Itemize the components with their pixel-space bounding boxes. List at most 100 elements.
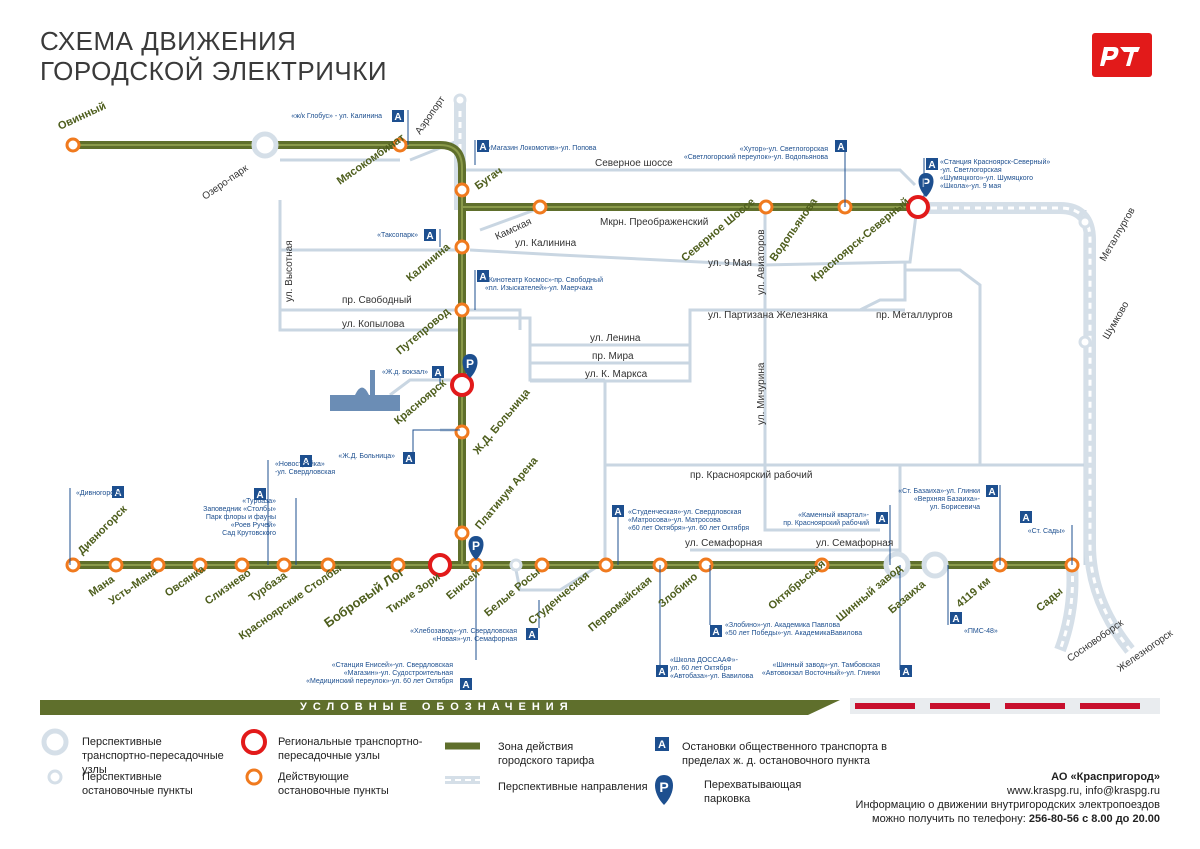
stop-notes: «ж/к Глобус» - ул. Калинина «Магазин Локо…: [76, 112, 1065, 685]
train-image: [850, 698, 1160, 714]
station-label: Дивногорск: [76, 503, 130, 557]
street-label: ул. Партизана Железняка: [708, 310, 828, 321]
title-line-2: ГОРОДСКОЙ ЭЛЕКТРИЧКИ: [40, 56, 388, 86]
stop-note-line: «Медицинский переулок»-ул. 60 лет Октябр…: [306, 677, 453, 685]
stop-note-line: -ул. Свердловская: [275, 469, 335, 476]
svg-text:P: P: [659, 779, 668, 795]
stop-note: «Турбаза»Заповедник «Столбы»Парк флоры и…: [203, 497, 276, 537]
stop-note-line: «Шинный завод»-ул. Тамбовская: [773, 661, 881, 669]
stop-note-line: «Ж.д. вокзал»: [382, 369, 428, 376]
stop-note: «Хутор»-ул. Светлогорская«Светлогорский …: [684, 146, 828, 161]
svg-text:P: P: [472, 539, 480, 553]
regional-hubs: [428, 195, 930, 577]
street-label: ул. Семафорная: [685, 537, 762, 549]
bus-stop-icon: A: [254, 488, 266, 501]
legend-future-hubs: Перспективные транспортно-пересадочные у…: [82, 736, 224, 776]
svg-text:A: A: [302, 457, 309, 468]
svg-text:A: A: [928, 160, 935, 171]
street-label: ул. Копылова: [342, 319, 405, 330]
svg-text:A: A: [256, 490, 263, 501]
stop-note-line: «Школа ДОССААФ»-: [670, 657, 739, 664]
stop-note-line: «Студенческая»-ул. Свердловская: [628, 509, 742, 516]
stop-note: «Станция Енисей»-ул. Свердловская«Магази…: [306, 661, 453, 685]
stop-note: «Злобино»-ул. Академика Павлова«50 лет П…: [725, 621, 862, 637]
stop-note-line: «Автобаза»-ул. Вавилова: [670, 672, 753, 680]
stop-note: «ПМС-48»: [964, 628, 998, 635]
svg-text:A: A: [1022, 513, 1029, 524]
bus-stop-icon: A: [392, 110, 404, 123]
bus-stop-icon: A: [300, 455, 312, 468]
svg-text:P: P: [466, 357, 474, 371]
stop-note-line: ул. 60 лет Октября: [670, 664, 731, 672]
station-label: Путепровод: [394, 306, 452, 358]
legend-header-bar: УСЛОВНЫЕ ОБОЗНАЧЕНИЯ: [40, 700, 840, 715]
street-label: пр. Свободный: [342, 294, 412, 306]
stop-note: «Ж.Д. Больница»: [338, 453, 395, 460]
svg-text:A: A: [434, 368, 441, 379]
svg-text:A: A: [878, 514, 885, 525]
stop-note-line: «60 лет Октября»-ул. 60 лет Октября: [628, 524, 749, 532]
legend-header: УСЛОВНЫЕ ОБОЗНАЧЕНИЯ: [300, 701, 574, 713]
legend-bus-stops: Остановки общественного транспорта в пре…: [682, 741, 887, 767]
station-label: 4119 км: [954, 575, 993, 610]
station-point: [454, 424, 470, 440]
parking-pins: P P P: [462, 173, 934, 560]
bus-stop-icon: A: [950, 612, 962, 625]
station-point: [234, 557, 250, 573]
station-points: [65, 137, 1080, 573]
station-point: [276, 557, 292, 573]
street-label: ул. Ленина: [590, 333, 641, 344]
station-point: [454, 302, 470, 318]
station-label: Платинум Арена: [473, 454, 541, 532]
street-label: Мкрн. Преображенский: [600, 216, 708, 228]
bus-stop-icon: A: [112, 486, 124, 499]
stop-note-line: «Турбаза»: [242, 497, 276, 505]
station-point: [390, 557, 406, 573]
station-label: Первомайская: [586, 574, 654, 634]
stop-note: «Магазин Локомотив»-ул. Попова: [487, 145, 597, 152]
stop-note-line: пр. Красноярский рабочий: [783, 519, 869, 527]
station-label: Красноярск: [392, 377, 449, 427]
footer-company: АО «Краспригород»: [1051, 771, 1160, 783]
street-label: ул. Авиаторов: [756, 229, 767, 295]
station-point: [454, 239, 470, 255]
street-label: ул. Мичурина: [756, 362, 767, 425]
stop-note-line: «50 лет Победы»-ул. АкадемикаВавилова: [725, 629, 862, 637]
station-point: [534, 557, 550, 573]
station-point: [65, 137, 81, 153]
bus-stop-icon: A: [900, 665, 912, 678]
footer-phone-prefix: можно получить по телефону:: [872, 813, 1026, 825]
stop-note-line: «Ж.Д. Больница»: [338, 453, 395, 460]
stop-note: «Каменный квартал»-пр. Красноярский рабо…: [783, 511, 869, 527]
station-point: [758, 199, 774, 215]
bus-stop-icon: A: [656, 665, 668, 678]
stop-note: «Новостройка»-ул. Свердловская: [275, 460, 335, 476]
svg-text:A: A: [405, 454, 412, 465]
stop-note-line: «Хутор»-ул. Светлогорская: [740, 146, 829, 153]
stop-note-line: Сад Крутовского: [222, 530, 276, 537]
station-label: Злобино: [656, 570, 700, 610]
svg-text:A: A: [658, 739, 666, 751]
legend-future-stops: Перспективные остановочные пункты: [82, 771, 193, 797]
legend-parking: Перехватывающая парковка: [704, 779, 802, 805]
bus-stop-icon: A: [1020, 511, 1032, 524]
legend-symbols: A P: [41, 728, 673, 805]
stop-note: «Таксопарк»: [377, 232, 418, 239]
stop-note-line: Заповедник «Столбы»: [203, 505, 276, 513]
stop-note: «Кинотеатр Космос»-пр. Свободный«пл. Изы…: [485, 276, 603, 292]
stop-note: «Ст. Сады»: [1028, 528, 1065, 535]
title-line-1: СХЕМА ДВИЖЕНИЯ: [40, 26, 297, 56]
bus-stop-icon: A: [710, 625, 722, 638]
stop-note: «Ст. Базаиха»-ул. Глинки«Верхняя Базаиха…: [898, 488, 980, 511]
future-hubs: [251, 93, 1092, 579]
footer-phone: 256-80-56 с 8.00 до 20.00: [1028, 813, 1160, 825]
station-building-icon: [330, 370, 400, 411]
stop-note: «ж/к Глобус» - ул. Калинина: [291, 112, 382, 120]
svg-text:A: A: [614, 507, 621, 518]
bus-stop-icon: A: [986, 485, 998, 498]
stop-note-line: «Таксопарк»: [377, 232, 418, 239]
station-point: [814, 557, 830, 573]
stop-note-line: «Каменный квартал»-: [798, 511, 870, 519]
svg-text:A: A: [837, 142, 844, 153]
